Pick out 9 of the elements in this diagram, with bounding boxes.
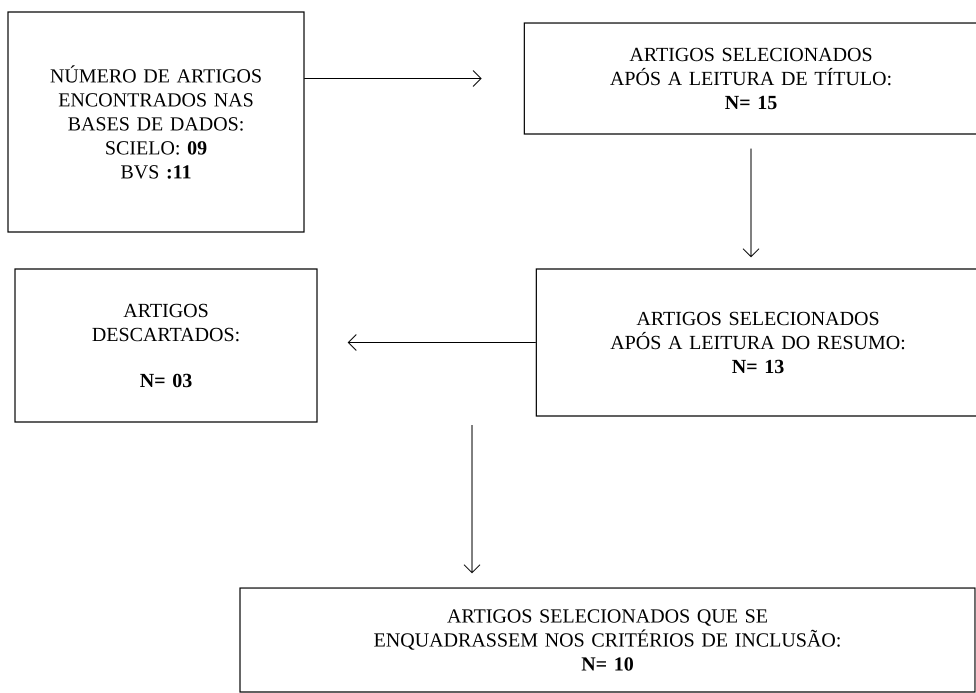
arrow bbox=[304, 70, 482, 87]
process-box: ARTIGOS SELECIONADOS QUE SE ENQUADRASSEM NOS CRITÉRIOS DE INCLUSÃO: N= 10 bbox=[239, 587, 976, 693]
arrow bbox=[742, 148, 760, 258]
process-box: NÚMERO DE ARTIGOS ENCONTRADOS NAS BASES DE DADOS: SCIELO: 09 BVS :11 bbox=[7, 11, 305, 233]
arrow bbox=[348, 334, 536, 351]
process-box: ARTIGOS SELECIONADOS APÓS A LEITURA DE TÍTULO: N= 15 bbox=[524, 22, 976, 135]
process-box: ARTIGOS DESCARTADOS: N= 03 bbox=[14, 268, 318, 423]
arrow bbox=[464, 424, 480, 574]
process-box: ARTIGOS SELECIONADOS APÓS A LEITURA DO RESUMO: N= 13 bbox=[536, 268, 976, 417]
